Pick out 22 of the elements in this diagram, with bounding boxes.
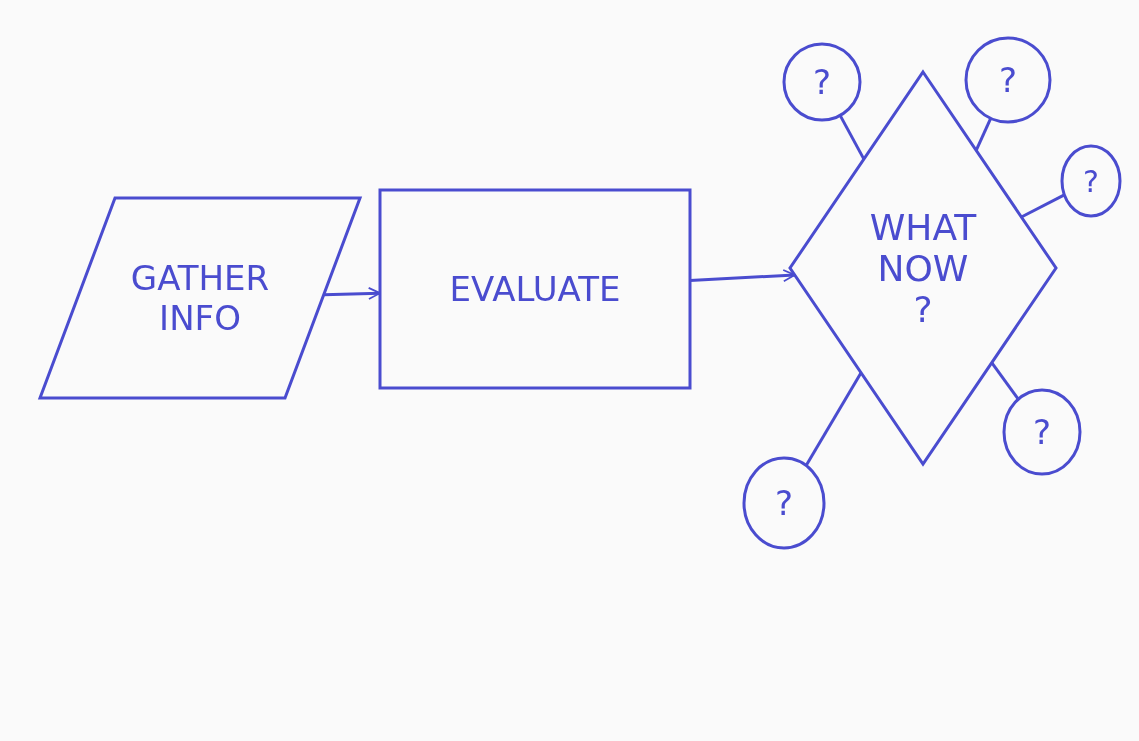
node-label: ? — [998, 60, 1017, 100]
node-label: ? — [774, 483, 793, 523]
arrow — [689, 269, 796, 283]
connector-line — [838, 114, 866, 160]
question-circle — [1004, 390, 1080, 474]
connector-line — [804, 371, 863, 467]
arrow — [323, 287, 381, 300]
node-label: ? — [812, 62, 831, 102]
node-label: ? — [1032, 412, 1051, 452]
question-circle — [744, 458, 824, 548]
question-circle — [1062, 146, 1120, 216]
connector-line — [1020, 193, 1066, 219]
question-circle — [966, 38, 1050, 122]
question-circle — [784, 44, 860, 120]
node-label: GATHER INFO — [129, 258, 271, 338]
node-label: ? — [1083, 163, 1099, 199]
process-box — [380, 190, 690, 388]
connector-line — [974, 117, 993, 151]
node-label: EVALUATE — [449, 269, 621, 309]
node-label: WHAT NOW ? — [868, 206, 978, 330]
connector-line — [990, 361, 1020, 401]
input-parallelogram — [40, 198, 360, 398]
